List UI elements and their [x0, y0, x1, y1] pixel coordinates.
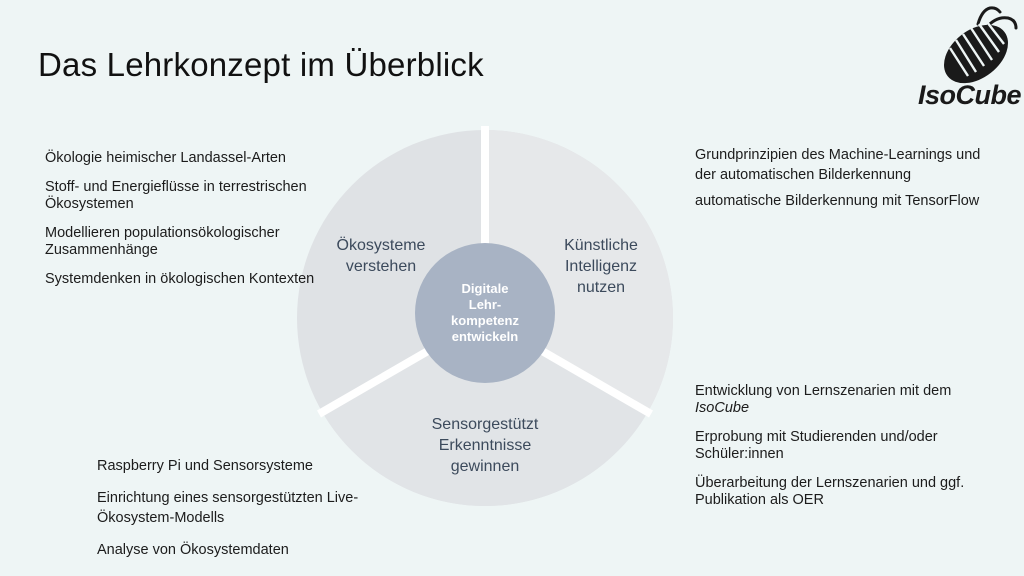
list-item: Stoff- und Energieflüsse in terrestrisch… — [45, 179, 307, 212]
segment-label-oeko: Ökosysteme verstehen — [316, 235, 446, 277]
list-item: Modellieren populationsökologischer Zusa… — [45, 225, 280, 258]
center-line: Digitale — [461, 281, 509, 296]
center-line: kompetenz — [451, 313, 519, 328]
segment-label-line: Künstliche — [564, 237, 638, 254]
segment-label-ki: Künstliche Intelligenz nutzen — [536, 235, 666, 298]
list-item: Grundprinzipien des Machine-Learnings un… — [695, 147, 981, 183]
center-line: entwickeln — [451, 329, 519, 344]
center-line: Lehr- — [468, 297, 502, 312]
center-circle — [415, 243, 555, 383]
list-item: Raspberry Pi und Sensorsysteme — [97, 458, 313, 474]
segment-label-line: nutzen — [576, 279, 626, 296]
list-item: Erprobung mit Studierenden und/oder Schü… — [695, 429, 938, 462]
isopod-icon — [944, 6, 1018, 84]
segment-label-line: Sensorgestützt — [431, 416, 539, 433]
list-item-text: Entwicklung von Lernszenarien mit dem — [695, 383, 952, 399]
logo-text: IsoCube — [918, 80, 1022, 110]
segment-label-line: Ökosysteme — [336, 237, 426, 254]
list-item: Systemdenken in ökologischen Kontexten — [45, 271, 315, 287]
page-title: Das Lehrkonzept im Überblick — [38, 46, 484, 83]
text-block-sensor: Raspberry Pi und Sensorsysteme Einrichtu… — [97, 456, 377, 572]
center-label: Digitale Lehr- kompetenz entwickeln — [425, 281, 545, 345]
list-item: Entwicklung von Lernszenarien mit dem Is… — [695, 383, 985, 417]
list-item: Ökologie heimischer Landassel-Arten — [45, 150, 286, 166]
list-item: Überarbeitung der Lernszenarien und ggf.… — [695, 475, 965, 508]
segment-label-line: verstehen — [345, 258, 417, 275]
segment-label-line: gewinnen — [450, 458, 520, 475]
list-item: automatische Bilderkennung mit TensorFlo… — [695, 193, 980, 209]
text-block-oeko: Ökologie heimischer Landassel-Arten Stof… — [45, 150, 315, 300]
list-item: Einrichtung eines sensorgestützten Live-… — [97, 490, 359, 526]
segment-label-line: Erkenntnisse — [438, 437, 532, 454]
list-item: Analyse von Ökosystemdaten — [97, 542, 289, 558]
list-item-emphasis: IsoCube — [695, 400, 750, 416]
segment-sensor — [322, 318, 648, 506]
text-block-lern: Entwicklung von Lernszenarien mit dem Is… — [695, 383, 985, 521]
text-block-ki: Grundprinzipien des Machine-Learnings un… — [695, 145, 985, 222]
segment-label-line: Intelligenz — [564, 258, 638, 275]
segment-label-sensor: Sensorgestützt Erkenntnisse gewinnen — [410, 414, 560, 477]
